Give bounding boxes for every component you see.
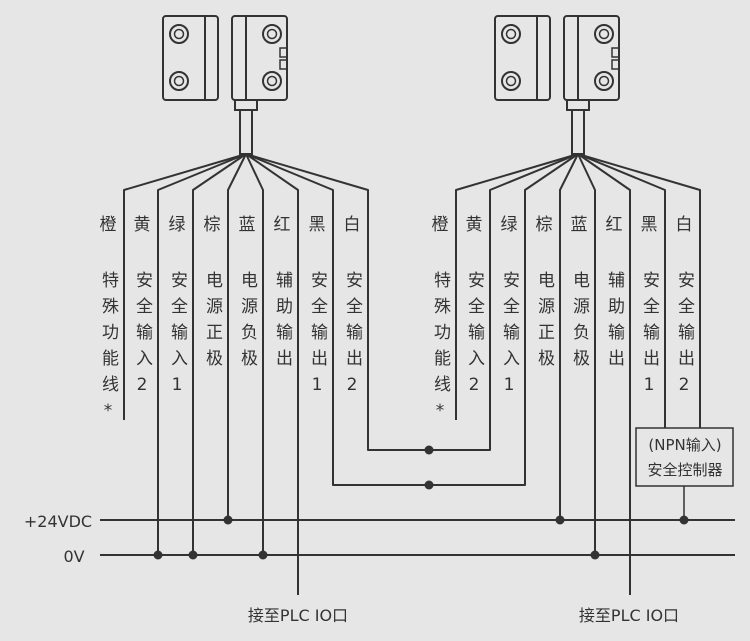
wire-function-label: 安全输出2 bbox=[674, 271, 694, 404]
wire-color-label: 蓝 bbox=[238, 215, 256, 235]
junction-dot bbox=[590, 550, 600, 560]
safety-controller-box bbox=[635, 427, 734, 487]
wire-color-label: 棕 bbox=[535, 215, 553, 235]
junction-dot bbox=[679, 515, 689, 525]
junction-dot bbox=[188, 550, 198, 560]
mounting-hole-icon bbox=[262, 24, 282, 44]
wire-color-label: 蓝 bbox=[570, 215, 588, 235]
right-magnet-actuator bbox=[494, 15, 551, 101]
mounting-hole-icon bbox=[501, 24, 521, 44]
right-wire-0 bbox=[455, 153, 579, 420]
wire-color-label: 红 bbox=[273, 215, 291, 235]
mounting-hole-inner bbox=[173, 28, 185, 40]
wire-color-label: 橙 bbox=[99, 215, 117, 235]
right-wire-4 bbox=[577, 153, 596, 420]
mounting-hole-inner bbox=[598, 28, 610, 40]
wire-function-label: 安全输出1 bbox=[639, 271, 659, 404]
wire-function-label: 安全输入1 bbox=[499, 271, 519, 404]
mounting-hole-icon bbox=[594, 24, 614, 44]
left-wire-7 bbox=[245, 153, 369, 420]
wire-function-label: 特殊功能线* bbox=[430, 271, 450, 430]
mounting-hole-icon bbox=[501, 71, 521, 91]
mounting-hole-inner bbox=[505, 28, 517, 40]
left-cable bbox=[239, 109, 253, 155]
mounting-hole-inner bbox=[173, 75, 185, 87]
wire-function-label: 电源正极 bbox=[534, 271, 554, 375]
wire-color-label: 绿 bbox=[500, 215, 518, 235]
wire-function-label: 特殊功能线* bbox=[98, 271, 118, 430]
mounting-hole-inner bbox=[505, 75, 517, 87]
left-wire-6 bbox=[245, 153, 334, 420]
left-wire-5 bbox=[245, 153, 299, 420]
left-wire-0 bbox=[123, 153, 247, 420]
wire-color-label: 黑 bbox=[640, 215, 658, 235]
wire-function-label: 电源负极 bbox=[569, 271, 589, 375]
wire-color-label: 橙 bbox=[431, 215, 449, 235]
wire-function-label: 安全输入2 bbox=[132, 271, 152, 404]
left-wire-2 bbox=[192, 153, 247, 420]
wire-function-label: 电源负极 bbox=[237, 271, 257, 375]
mounting-hole-inner bbox=[266, 28, 278, 40]
wire-function-label: 辅助输出 bbox=[604, 271, 624, 375]
junction-dot bbox=[424, 445, 434, 455]
right-wire-1 bbox=[489, 153, 579, 420]
wire-function-label: 安全输入2 bbox=[464, 271, 484, 404]
junction-dot bbox=[258, 550, 268, 560]
junction-dot bbox=[153, 550, 163, 560]
wire-color-label: 黄 bbox=[465, 215, 483, 235]
right-wire-5 bbox=[577, 153, 631, 420]
indicator-led bbox=[279, 59, 288, 70]
junction-dot bbox=[223, 515, 233, 525]
wire-color-label: 绿 bbox=[168, 215, 186, 235]
left-cable-connector bbox=[234, 99, 258, 111]
wire-function-label: 电源正极 bbox=[202, 271, 222, 375]
right-wire-2 bbox=[524, 153, 579, 420]
junction-dot bbox=[424, 480, 434, 490]
mounting-hole-inner bbox=[598, 75, 610, 87]
indicator-led bbox=[611, 47, 620, 58]
wire-function-label: 安全输入1 bbox=[167, 271, 187, 404]
wire-color-label: 黄 bbox=[133, 215, 151, 235]
right-cable bbox=[571, 109, 585, 155]
left-wire-1 bbox=[157, 153, 247, 420]
mounting-hole-inner bbox=[266, 75, 278, 87]
right-wire-7 bbox=[577, 153, 701, 420]
right-sensor-body bbox=[563, 15, 620, 101]
wire-color-label: 白 bbox=[343, 215, 361, 235]
left-wire-3 bbox=[227, 153, 247, 420]
wire-color-label: 棕 bbox=[203, 215, 221, 235]
wire-color-label: 黑 bbox=[308, 215, 326, 235]
wire-color-label: 白 bbox=[675, 215, 693, 235]
indicator-led bbox=[611, 59, 620, 70]
left-sensor-body bbox=[231, 15, 288, 101]
indicator-led bbox=[279, 47, 288, 58]
mounting-hole-icon bbox=[594, 71, 614, 91]
mounting-hole-icon bbox=[169, 24, 189, 44]
wire-function-label: 辅助输出 bbox=[272, 271, 292, 375]
junction-dot bbox=[555, 515, 565, 525]
mounting-hole-icon bbox=[169, 71, 189, 91]
right-wire-6 bbox=[577, 153, 666, 420]
right-wire-3 bbox=[559, 153, 579, 420]
wire-color-label: 红 bbox=[605, 215, 623, 235]
left-wire-4 bbox=[245, 153, 264, 420]
right-cable-connector bbox=[566, 99, 590, 111]
left-magnet-actuator bbox=[162, 15, 219, 101]
wire-function-label: 安全输出2 bbox=[342, 271, 362, 404]
wire-function-label: 安全输出1 bbox=[307, 271, 327, 404]
mounting-hole-icon bbox=[262, 71, 282, 91]
